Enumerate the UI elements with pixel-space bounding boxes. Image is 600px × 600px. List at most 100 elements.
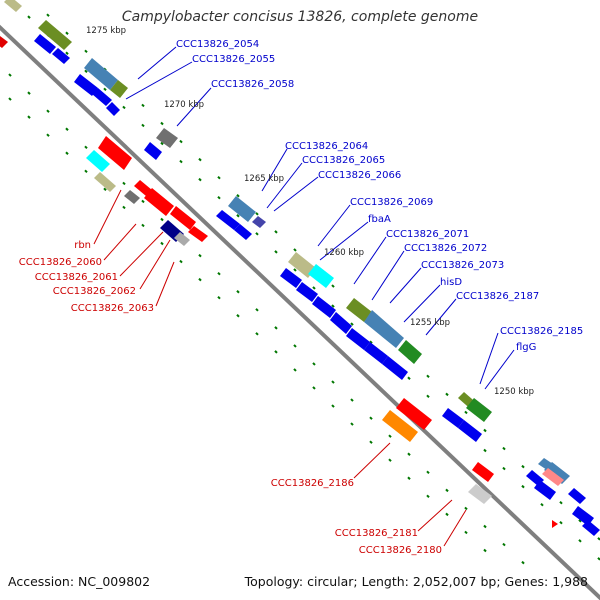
scale-label: 1270 kbp bbox=[164, 100, 204, 110]
gene-label[interactable]: CCC13826_2060 bbox=[19, 257, 102, 268]
gene-label[interactable]: CCC13826_2054 bbox=[176, 39, 259, 50]
gene-arrow[interactable] bbox=[174, 232, 190, 246]
gene-label[interactable]: CCC13826_2063 bbox=[71, 303, 154, 314]
gene-arrow[interactable] bbox=[364, 310, 404, 348]
tick-mark bbox=[502, 466, 506, 471]
gene-arrow[interactable] bbox=[188, 226, 208, 242]
gene-label[interactable]: CCC13826_2181 bbox=[335, 528, 418, 539]
tick-mark bbox=[84, 169, 88, 173]
gene-label[interactable]: CCC13826_2187 bbox=[456, 291, 539, 302]
gene-arrow[interactable] bbox=[466, 398, 492, 422]
gene-label[interactable]: CCC13826_2066 bbox=[318, 170, 401, 181]
gene-arrow[interactable] bbox=[156, 128, 178, 148]
tick-mark bbox=[293, 268, 297, 272]
gene-arrow[interactable] bbox=[74, 74, 98, 96]
gene-features bbox=[0, 0, 600, 536]
gene-arrow[interactable] bbox=[544, 462, 570, 484]
gene-arrow[interactable] bbox=[170, 206, 196, 230]
gene-arrow[interactable] bbox=[134, 180, 152, 196]
scale-label: 1250 kbp bbox=[494, 387, 534, 397]
gene-arrow[interactable] bbox=[542, 468, 564, 486]
gene-arrow[interactable] bbox=[144, 188, 174, 216]
gene-arrow[interactable] bbox=[0, 36, 8, 48]
gene-label[interactable]: CCC13826_2180 bbox=[359, 545, 442, 556]
gene-label[interactable]: flgG bbox=[516, 342, 536, 353]
gene-arrow[interactable] bbox=[288, 252, 316, 278]
tick-mark bbox=[274, 230, 278, 234]
tick-mark bbox=[84, 145, 88, 149]
gene-label[interactable]: CCC13826_2058 bbox=[211, 79, 294, 90]
gene-arrow[interactable] bbox=[552, 520, 558, 528]
gene-arrow[interactable] bbox=[216, 210, 240, 230]
gene-arrow[interactable] bbox=[534, 480, 556, 500]
gene-arrow[interactable] bbox=[234, 224, 252, 240]
tick-mark bbox=[179, 139, 183, 144]
gene-label[interactable]: CCC13826_2069 bbox=[350, 197, 433, 208]
gene-label[interactable]: CCC13826_2071 bbox=[386, 229, 469, 240]
gene-arrow[interactable] bbox=[52, 48, 70, 64]
tick-mark bbox=[27, 15, 31, 19]
tick-mark bbox=[464, 506, 468, 511]
tick-mark bbox=[483, 524, 487, 529]
gene-arrow[interactable] bbox=[364, 342, 388, 364]
gene-arrow[interactable] bbox=[312, 296, 336, 318]
gene-arrow[interactable] bbox=[568, 488, 586, 504]
gene-arrow[interactable] bbox=[92, 88, 112, 106]
gene-arrow[interactable] bbox=[252, 216, 266, 228]
gene-arrow[interactable] bbox=[106, 102, 120, 116]
gene-arrow[interactable] bbox=[382, 356, 408, 380]
tick-mark bbox=[236, 214, 240, 218]
scale-label: 1260 kbp bbox=[324, 248, 364, 258]
gene-arrow[interactable] bbox=[442, 408, 464, 428]
gene-arrow[interactable] bbox=[296, 282, 318, 302]
gene-arrow[interactable] bbox=[228, 196, 256, 222]
tick-mark bbox=[293, 248, 297, 252]
tick-mark bbox=[103, 187, 107, 192]
gene-arrow[interactable] bbox=[110, 80, 128, 98]
gene-label[interactable]: hisD bbox=[440, 277, 462, 288]
gene-label[interactable]: CCC13826_2072 bbox=[404, 243, 487, 254]
gene-arrow[interactable] bbox=[468, 484, 492, 504]
gene-arrow[interactable] bbox=[398, 340, 422, 364]
gene-arrow[interactable] bbox=[38, 20, 72, 50]
gene-arrow[interactable] bbox=[144, 142, 162, 160]
gene-label[interactable]: CCC13826_2062 bbox=[53, 286, 136, 297]
gene-arrow[interactable] bbox=[346, 328, 370, 350]
gene-label[interactable]: CCC13826_2055 bbox=[192, 54, 275, 65]
gene-arrow[interactable] bbox=[396, 398, 432, 430]
gene-arrow[interactable] bbox=[472, 462, 494, 482]
scale-labels: 1275 kbp 1270 kbp 1265 kbp 1260 kbp 1255… bbox=[86, 26, 534, 397]
tick-mark bbox=[255, 332, 259, 336]
gene-label[interactable]: rbn bbox=[74, 240, 91, 251]
gene-arrow[interactable] bbox=[582, 520, 600, 536]
gene-arrow[interactable] bbox=[4, 0, 22, 12]
tick-mark bbox=[65, 31, 69, 35]
tick-mark bbox=[483, 428, 487, 433]
gene-label[interactable]: CCC13826_2065 bbox=[302, 155, 385, 166]
tick-mark bbox=[65, 151, 69, 155]
gene-arrow[interactable] bbox=[346, 298, 372, 322]
gene-arrow[interactable] bbox=[124, 190, 140, 204]
gene-arrow[interactable] bbox=[86, 150, 110, 172]
tick-mark bbox=[160, 217, 164, 222]
gene-arrow[interactable] bbox=[382, 410, 418, 442]
gene-label[interactable]: CCC13826_2185 bbox=[500, 326, 583, 337]
label-leader-lines bbox=[93, 46, 515, 547]
gene-arrow[interactable] bbox=[280, 268, 302, 288]
gene-label[interactable]: CCC13826_2061 bbox=[35, 272, 118, 283]
gene-label[interactable]: CCC13826_2186 bbox=[271, 478, 354, 489]
gene-arrow[interactable] bbox=[308, 264, 334, 288]
gene-label[interactable]: CCC13826_2073 bbox=[421, 260, 504, 271]
gene-arrow[interactable] bbox=[94, 172, 116, 192]
gene-label[interactable]: fbaA bbox=[368, 214, 391, 225]
gene-arrow[interactable] bbox=[458, 420, 482, 442]
gene-arrow[interactable] bbox=[34, 34, 56, 54]
gene-arrow[interactable] bbox=[98, 136, 132, 170]
scale-label: 1265 kbp bbox=[244, 174, 284, 184]
gene-label[interactable]: CCC13826_2064 bbox=[285, 141, 368, 152]
tick-mark bbox=[388, 458, 392, 462]
gene-arrow[interactable] bbox=[330, 312, 352, 334]
gene-arrow[interactable] bbox=[84, 58, 118, 90]
